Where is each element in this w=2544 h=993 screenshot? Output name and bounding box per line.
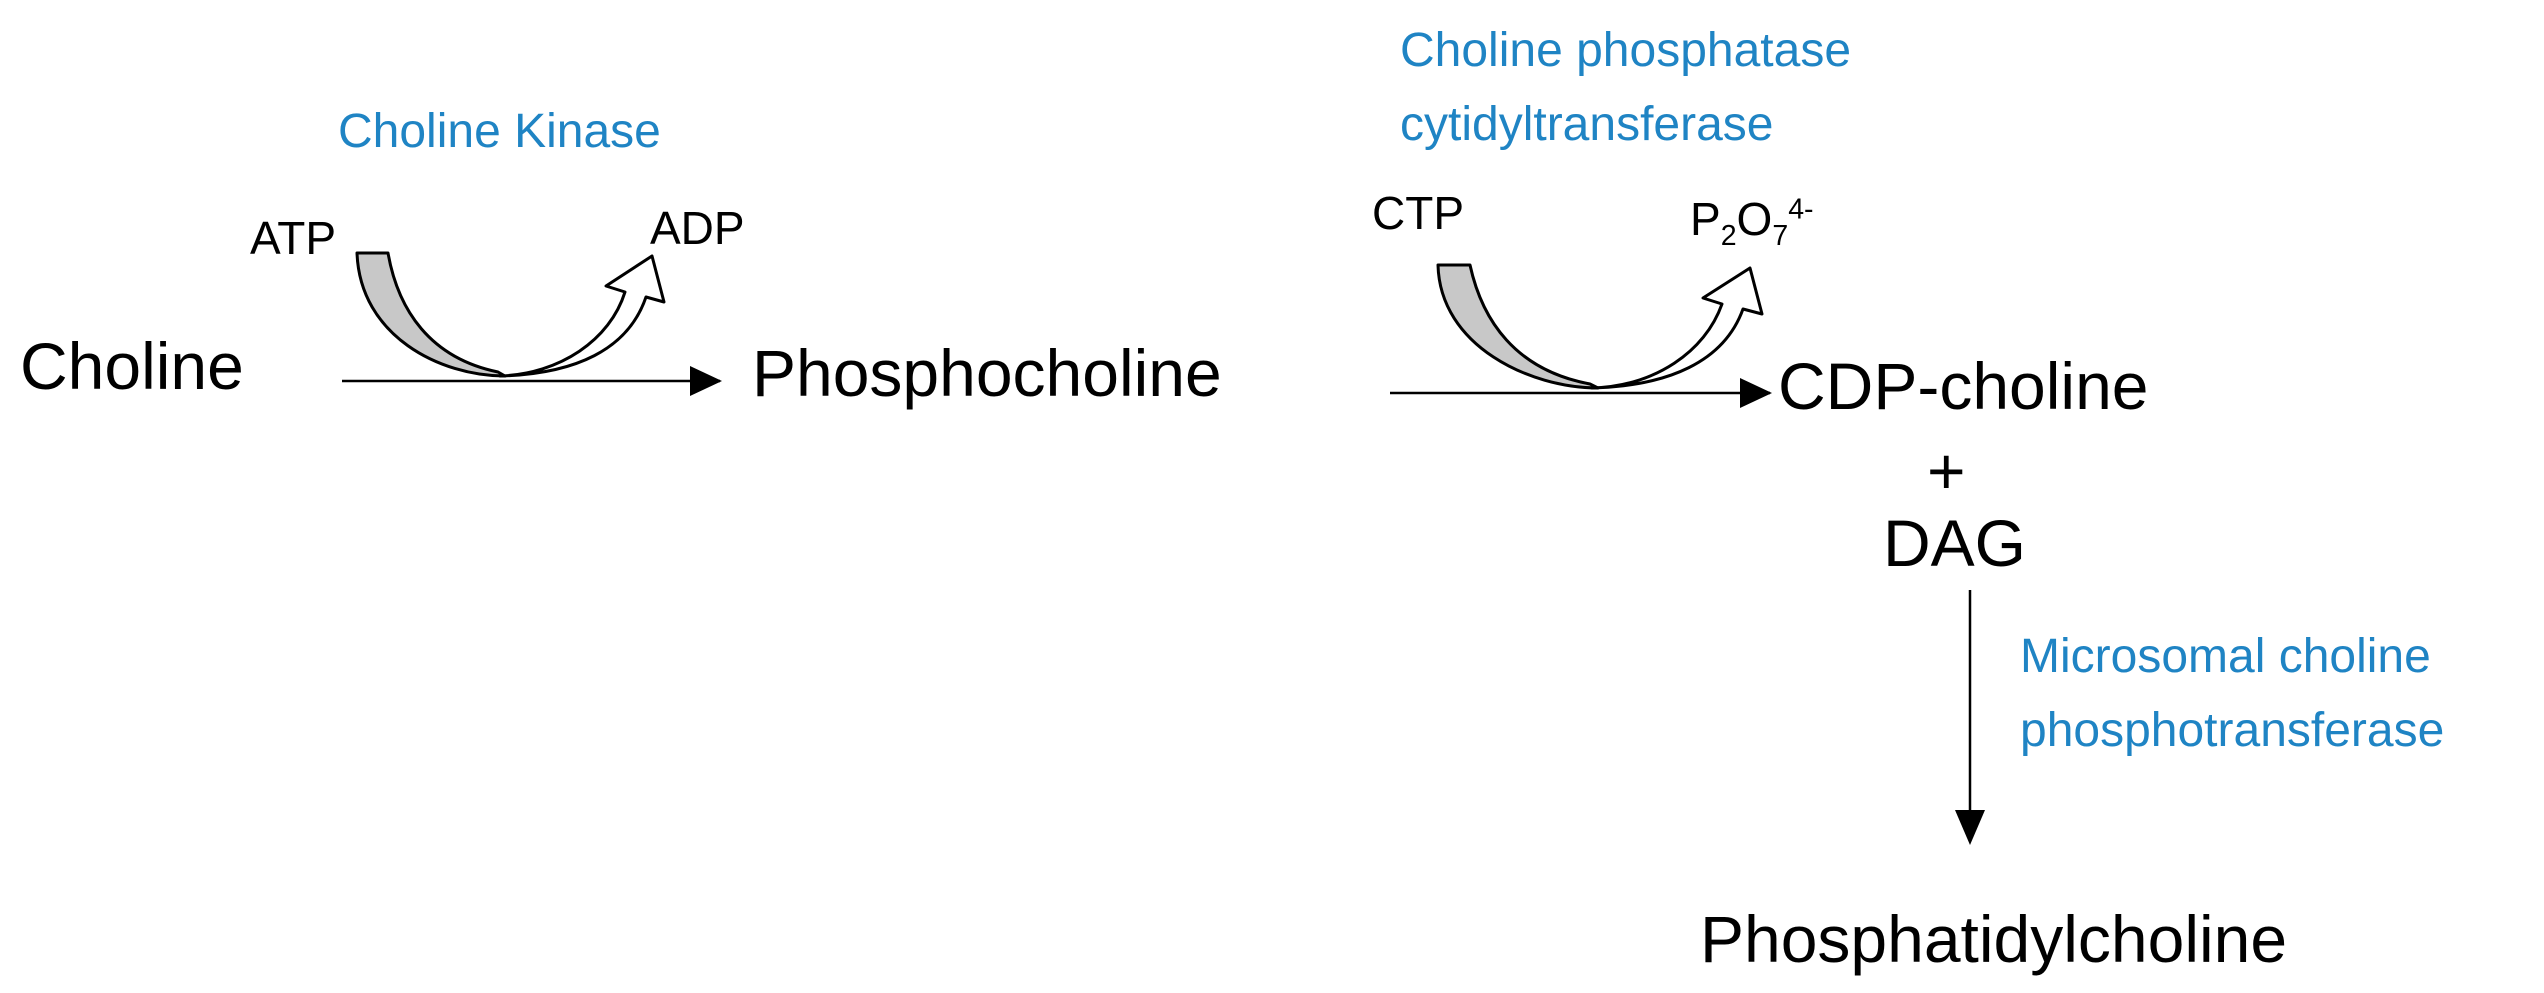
compound-dag: DAG: [1883, 506, 2027, 580]
pyrophosphate-o-subscript: 7: [1772, 220, 1789, 253]
compound-phosphatidylcholine: Phosphatidylcholine: [1700, 902, 2288, 976]
cofactor-consumed-arrow-icon: [355, 251, 507, 378]
enzyme-choline-kinase: Choline Kinase: [338, 105, 661, 158]
cofactor-pyrophosphate: P2O74-: [1690, 193, 1814, 250]
pyrophosphate-p: P: [1690, 193, 1721, 245]
cofactor-atp: ATP: [250, 212, 337, 264]
cofactor-consumed-arrow-icon: [1436, 263, 1600, 390]
reaction-arrow-step3: [1955, 590, 1985, 845]
cofactor-released-arrow-icon: [1590, 266, 1764, 390]
plus-sign: +: [1927, 434, 1966, 508]
pyrophosphate-o: O: [1736, 193, 1773, 245]
pyrophosphate-p-subscript: 2: [1720, 220, 1737, 253]
enzyme-choline-phosphatase-line2: cytidyltransferase: [1400, 98, 1774, 151]
reaction-arrow-step2: [1390, 378, 1772, 408]
enzyme-choline-phosphatase-line1: Choline phosphatase: [1400, 24, 1852, 77]
enzyme-phosphotransferase-line2: phosphotransferase: [2020, 704, 2445, 757]
cofactor-ctp: CTP: [1372, 187, 1464, 239]
compound-choline: Choline: [20, 329, 244, 403]
cofactor-released-arrow-icon: [498, 254, 666, 378]
cofactor-adp: ADP: [650, 202, 745, 254]
compound-phosphocholine: Phosphocholine: [752, 336, 1222, 410]
enzyme-phosphotransferase-line1: Microsomal choline: [2020, 630, 2431, 683]
pyrophosphate-charge: 4-: [1788, 193, 1814, 226]
reaction-arrow-step1: [342, 366, 722, 396]
compound-cdp-choline: CDP-choline: [1778, 349, 2149, 423]
